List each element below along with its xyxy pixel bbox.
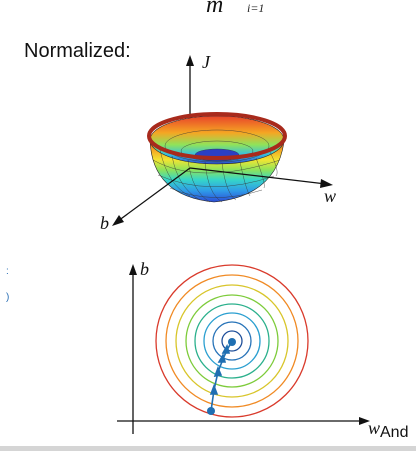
surface-axis-b bbox=[117, 167, 191, 222]
surface-axis-j-arrowhead bbox=[186, 55, 194, 66]
formula-sum-index: i=1 bbox=[247, 1, 265, 15]
contour-axis-b-label: b bbox=[140, 259, 149, 279]
contour-ring-1 bbox=[155, 264, 309, 418]
contour-axis-b-arrowhead bbox=[129, 264, 137, 275]
surface-axis-b-label: b bbox=[100, 213, 109, 233]
contour-plot: b w bbox=[117, 259, 380, 438]
descent-end-point bbox=[228, 338, 236, 346]
bottom-divider bbox=[0, 446, 416, 451]
normalized-heading: Normalized: bbox=[24, 40, 131, 62]
surface-axis-w-label: w bbox=[324, 186, 336, 206]
surface-axis-w-arrowhead bbox=[320, 179, 333, 188]
side-mark-paren: ) bbox=[6, 292, 10, 303]
descent-start-point bbox=[207, 407, 215, 415]
contour-ring-3 bbox=[175, 284, 289, 398]
contour-axis-w-arrowhead bbox=[359, 417, 370, 425]
contour-ring-8 bbox=[221, 330, 243, 352]
bowl-mesh-lines bbox=[152, 149, 281, 203]
contour-ring-5 bbox=[194, 303, 270, 379]
trailing-and-text: And bbox=[380, 424, 409, 441]
contour-ring-7 bbox=[212, 321, 252, 361]
formula-m-symbol: m bbox=[206, 0, 224, 18]
side-mark-colon: : bbox=[6, 266, 9, 277]
contour-ring-4 bbox=[185, 294, 279, 388]
surface-axis-j-label: J bbox=[202, 52, 211, 72]
bowl-inner-ring-1 bbox=[164, 129, 270, 163]
contour-ring-6 bbox=[203, 312, 261, 370]
contour-ring-2 bbox=[165, 274, 299, 408]
cost-surface-plot: J w b bbox=[100, 52, 336, 233]
surface-axis-b-arrowhead bbox=[112, 215, 124, 226]
surface-axis-w bbox=[189, 167, 327, 185]
contour-axis-w-label: w bbox=[368, 418, 380, 438]
bowl-rim bbox=[147, 112, 287, 160]
